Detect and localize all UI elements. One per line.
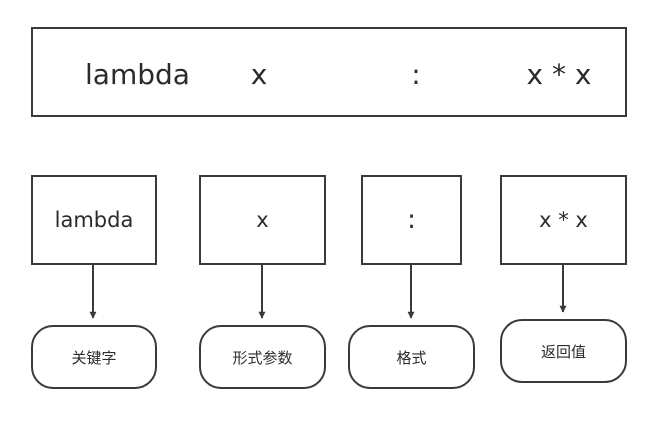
lambda-expression-banner: lambda x : x * x <box>31 27 627 117</box>
param-label: 形式参数 <box>199 325 326 389</box>
banner-keyword: lambda <box>85 58 190 91</box>
param-box: x <box>199 175 326 265</box>
banner-separator: : <box>411 58 421 91</box>
expression-label: 返回值 <box>500 319 627 383</box>
separator-label: 格式 <box>348 325 475 389</box>
banner-param: x <box>250 58 268 91</box>
keyword-box: lambda <box>31 175 157 265</box>
banner-expression: x * x <box>526 58 592 91</box>
separator-box: : <box>361 175 462 265</box>
expression-box: x * x <box>500 175 627 265</box>
keyword-label: 关键字 <box>31 325 157 389</box>
